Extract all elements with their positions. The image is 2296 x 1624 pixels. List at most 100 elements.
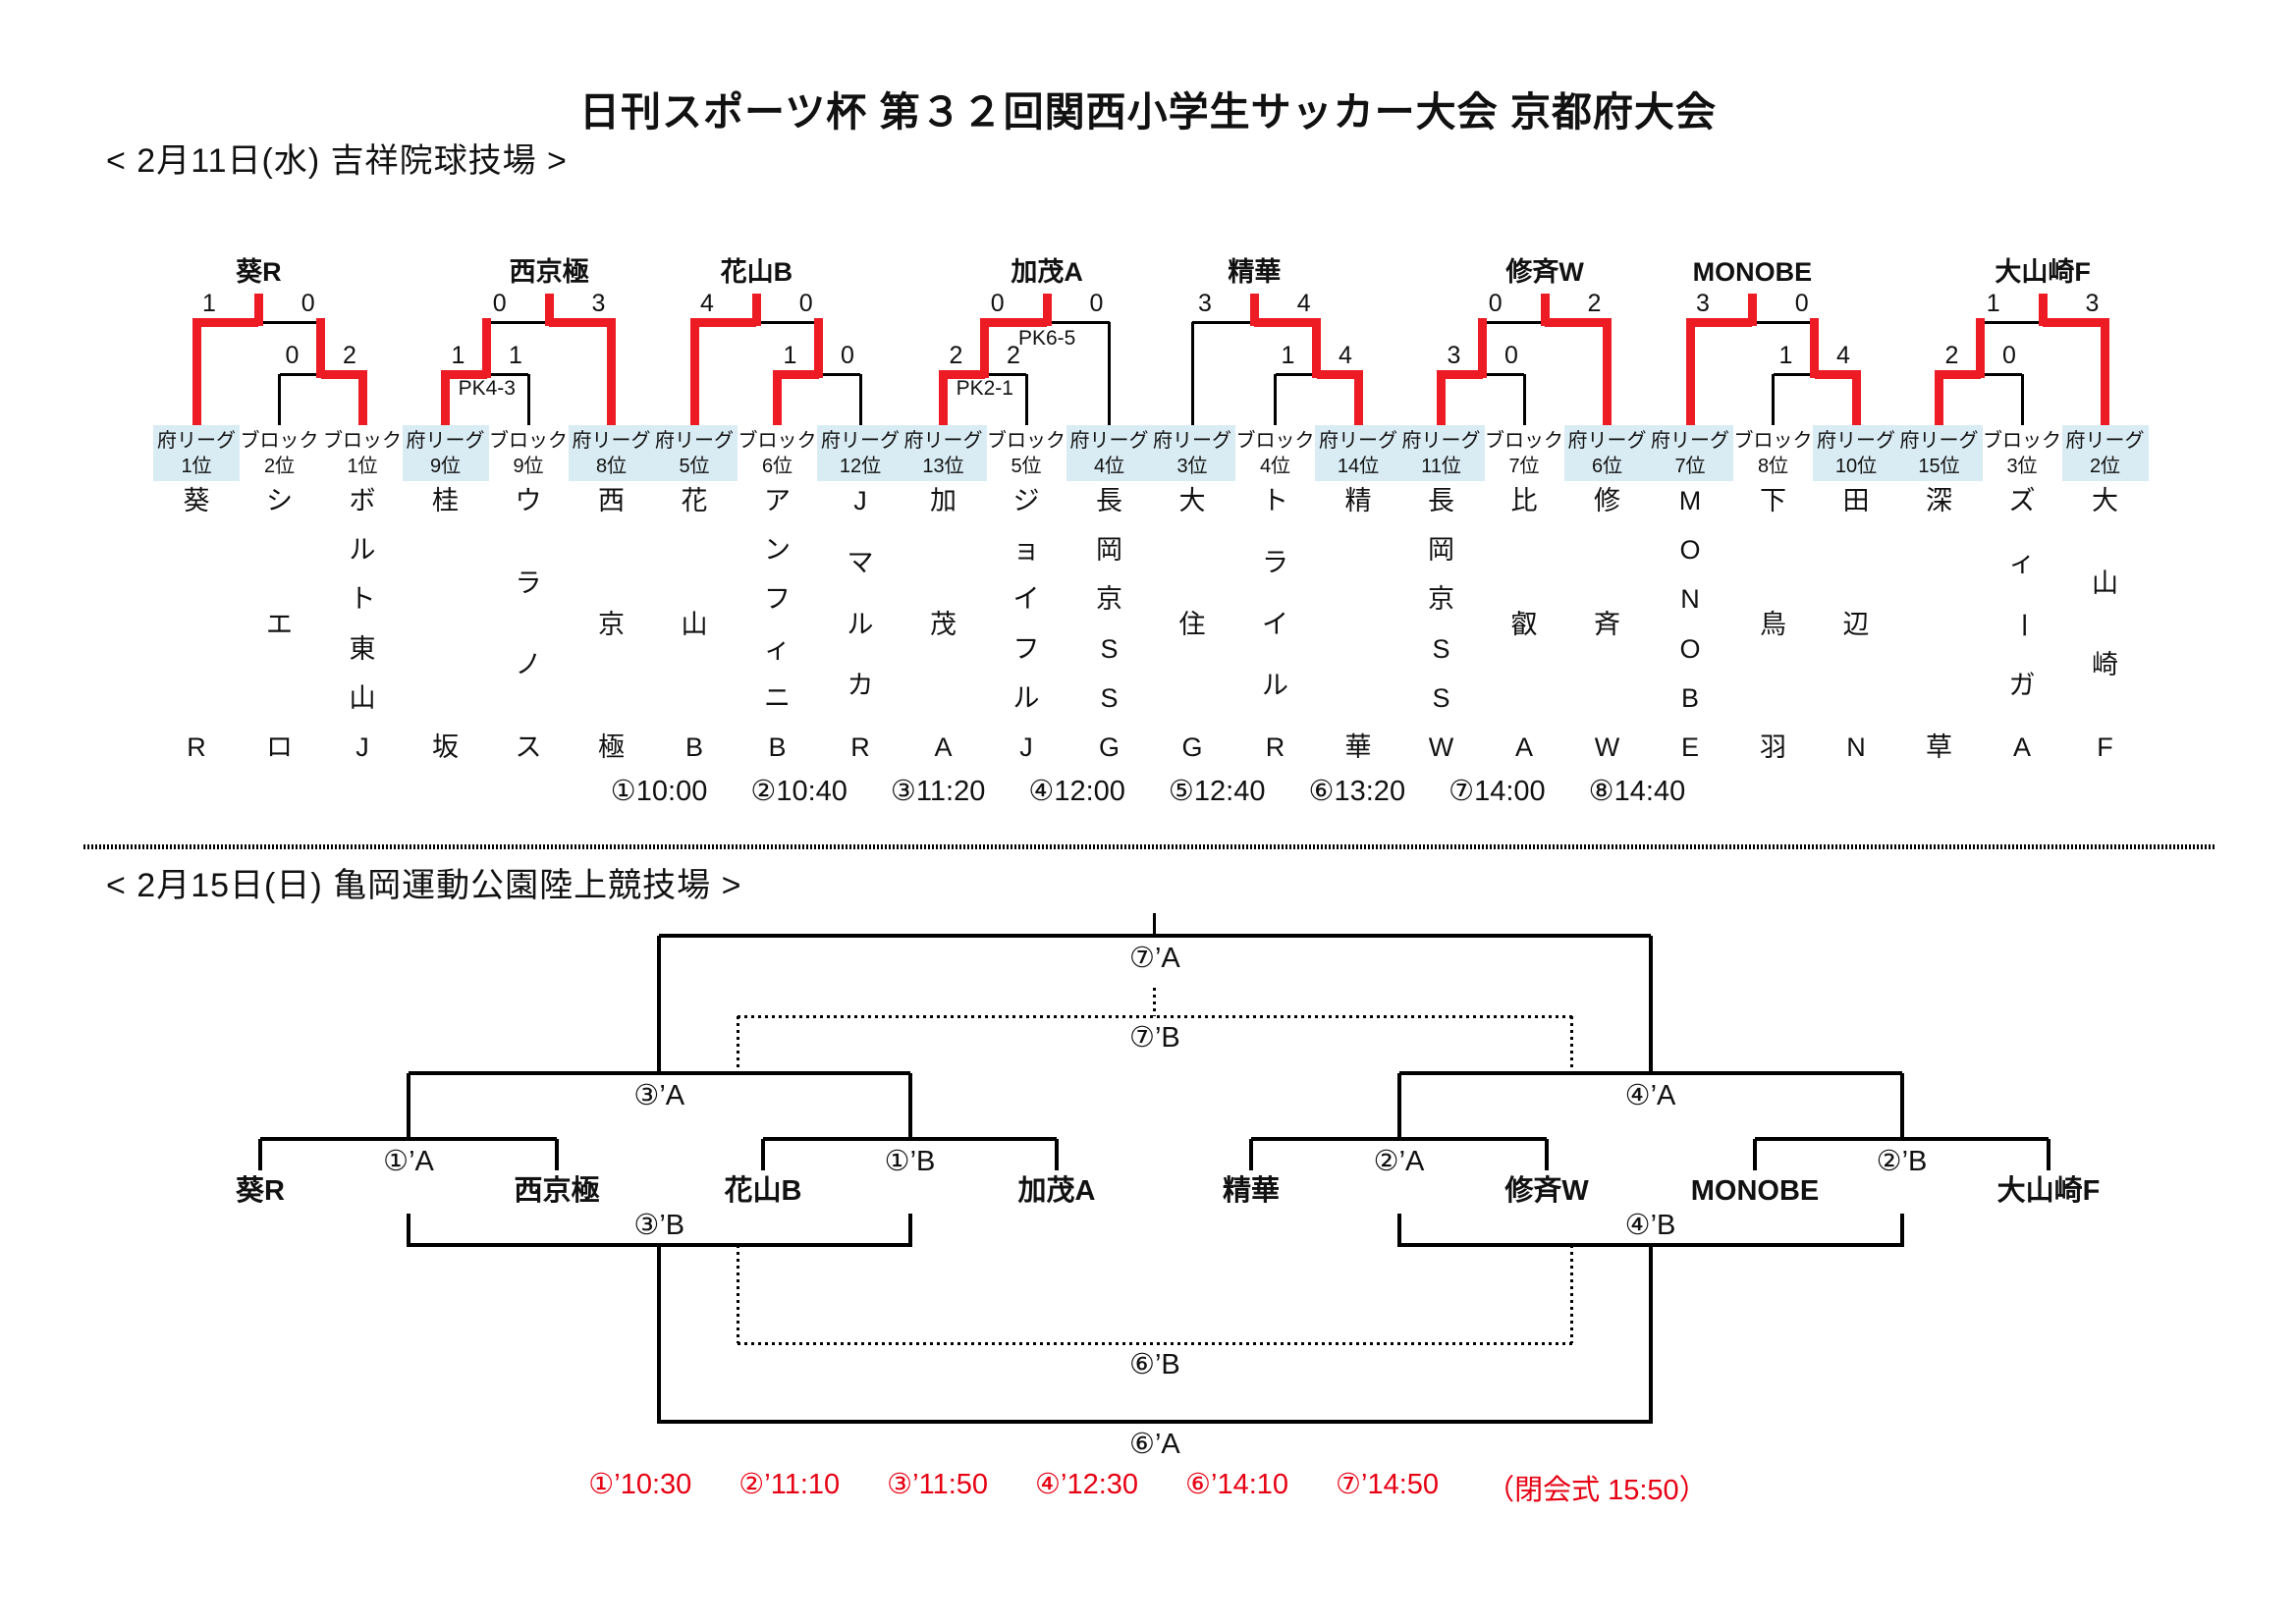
winner-path — [316, 318, 326, 378]
team-name: 大山崎F — [1996, 1175, 2101, 1207]
winner-path — [1935, 370, 1943, 425]
rank-line: 府リーグ — [1069, 429, 1149, 452]
winner-path — [191, 318, 201, 425]
winner-path — [2101, 318, 2109, 425]
team-name-char: ィ — [764, 633, 791, 664]
winner-path — [1437, 370, 1446, 425]
team-line — [1024, 374, 1028, 425]
team-name-vertical: 下鳥羽 — [1752, 488, 1795, 761]
round-label-q1b: ①’B — [884, 1146, 936, 1177]
winner-path — [1042, 294, 1052, 326]
team-name-vertical: 深草 — [1918, 488, 1961, 761]
score-label: 0 — [301, 290, 315, 317]
match-time: ③’11:50 — [887, 1469, 989, 1500]
bracket-line — [1899, 1214, 1904, 1247]
score-label: 2 — [1007, 342, 1020, 369]
winner-path — [814, 318, 824, 378]
match-time: ②10:40 — [750, 776, 847, 807]
score-label: 3 — [1198, 290, 1212, 317]
team-name-char: ン — [764, 535, 791, 566]
match-time: ①10:00 — [610, 776, 708, 807]
final-a-line — [659, 934, 1651, 938]
rank-place: 4位 — [1259, 455, 1291, 477]
score-label: 2 — [1587, 290, 1602, 317]
team-name: 花山B — [724, 1175, 802, 1207]
team-name-char: 極 — [598, 732, 625, 762]
score-label: 3 — [1696, 290, 1710, 317]
bracket-line — [1545, 1139, 1549, 1170]
score-label: 1 — [451, 342, 465, 369]
closing-ceremony-note: （閉会式 15:50） — [1486, 1475, 1708, 1506]
winner-path — [441, 370, 450, 425]
team-name-char: 鳥 — [1760, 609, 1786, 639]
score-label: 0 — [1794, 290, 1809, 317]
bracket-line — [1753, 1139, 1757, 1170]
score-label: 2 — [949, 342, 963, 369]
bracket-line — [2047, 1139, 2050, 1170]
team-name-char: ノ — [515, 650, 542, 680]
team-name-char: 京 — [598, 609, 625, 639]
winner-path — [1939, 369, 1981, 379]
team-name-char: R — [850, 732, 870, 762]
winner-path — [689, 318, 699, 425]
rank-place: 3位 — [1176, 455, 1208, 477]
score-label: 0 — [841, 342, 854, 369]
team-name-char: W — [1594, 732, 1620, 762]
rank-line: ブロック — [489, 429, 568, 452]
team-name-char: A — [1514, 732, 1533, 762]
team-name-char: G — [1098, 731, 1120, 762]
tournament-title: 日刊スポーツ杯 第３２回関西小学生サッカー大会 京都府大会 — [579, 89, 1717, 135]
winner-path — [445, 369, 487, 379]
group-winner-label: 精華 — [1228, 257, 1282, 287]
team-name-char: 下 — [1760, 486, 1786, 515]
winner-path — [943, 369, 985, 379]
pk-label: PK2-1 — [956, 377, 1013, 400]
rank-place: 12位 — [839, 455, 882, 477]
section2-header: < 2月15日(日) 亀岡運動公園陸上競技場 > — [106, 867, 742, 904]
winner-path — [482, 318, 492, 378]
team-name-vertical: 桂坂 — [424, 488, 467, 761]
team-name-vertical: シエロ — [258, 488, 301, 761]
team-name-char: G — [1181, 732, 1203, 762]
rank-line: 府リーグ — [1401, 429, 1481, 452]
team-name-char: 草 — [1926, 732, 1952, 762]
match-time: ⑥’14:10 — [1185, 1469, 1289, 1500]
rank-line: 府リーグ — [1899, 429, 1979, 452]
rank-place: 8位 — [595, 455, 628, 477]
round-label-semi-left: ③’A — [633, 1080, 685, 1111]
winner-path — [773, 370, 782, 425]
rank-line: 府リーグ — [1319, 429, 1397, 452]
bracket-line — [407, 1073, 410, 1141]
rank-place: 2位 — [2089, 455, 2121, 477]
winner-path — [980, 318, 990, 378]
score-label: 0 — [1488, 290, 1503, 317]
team-name-char: O — [1679, 633, 1701, 664]
winner-path — [253, 294, 263, 326]
first-round-line — [1251, 1137, 1547, 1141]
rank-line: 府リーグ — [1817, 429, 1895, 452]
winner-path — [357, 370, 367, 425]
team-name-char: ル — [349, 535, 376, 566]
team-name-char: 住 — [1178, 609, 1206, 639]
team-name: 葵R — [236, 1175, 285, 1207]
semi-a-line — [409, 1071, 910, 1075]
round-label-b-right: ④’B — [1624, 1210, 1676, 1241]
team-name-char: ラ — [515, 568, 542, 598]
team-name-char: ズ — [2008, 486, 2036, 515]
round-label-cons-a: ⑥’A — [1128, 1429, 1180, 1460]
team-line — [1274, 374, 1277, 425]
bracket-line — [1648, 1245, 1653, 1424]
score-label: 0 — [990, 290, 1005, 317]
